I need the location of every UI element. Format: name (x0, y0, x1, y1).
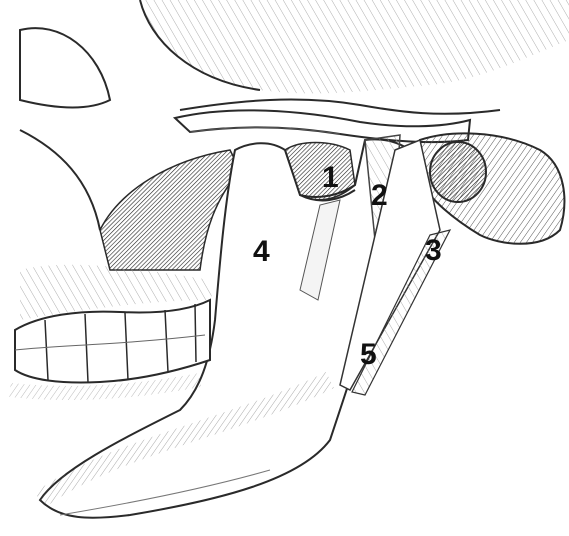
skull-upper (0, 0, 569, 114)
label-1: 1 (322, 163, 339, 193)
label-3: 3 (425, 236, 442, 266)
label-5: 5 (360, 340, 377, 370)
maxilla-shadow (20, 130, 240, 270)
temporal-region (420, 133, 564, 243)
label-4: 4 (253, 237, 270, 267)
label-2: 2 (371, 181, 388, 211)
